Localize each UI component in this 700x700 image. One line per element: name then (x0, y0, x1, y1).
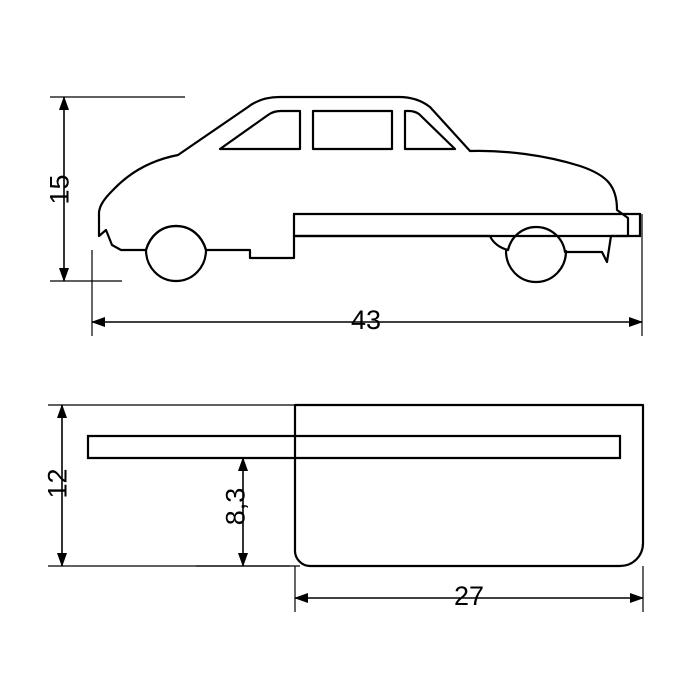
dimension-height-8-3 (196, 457, 290, 567)
dimension-width-43 (91, 214, 643, 336)
car-silhouette (97, 95, 630, 284)
dimension-label-15: 15 (44, 174, 75, 205)
dimension-label-43: 43 (351, 305, 382, 335)
dimension-height-15 (50, 96, 185, 282)
dimension-label-27: 27 (454, 581, 485, 611)
dimension-label-8-3: 8,3 (220, 487, 251, 526)
dimension-height-12 (48, 404, 300, 567)
shelf-board-side (86, 434, 622, 460)
shelf-board-front (292, 212, 642, 238)
dimension-label-12: 12 (42, 468, 73, 499)
dimension-width-27 (294, 566, 644, 612)
side-section-panel (293, 403, 645, 568)
